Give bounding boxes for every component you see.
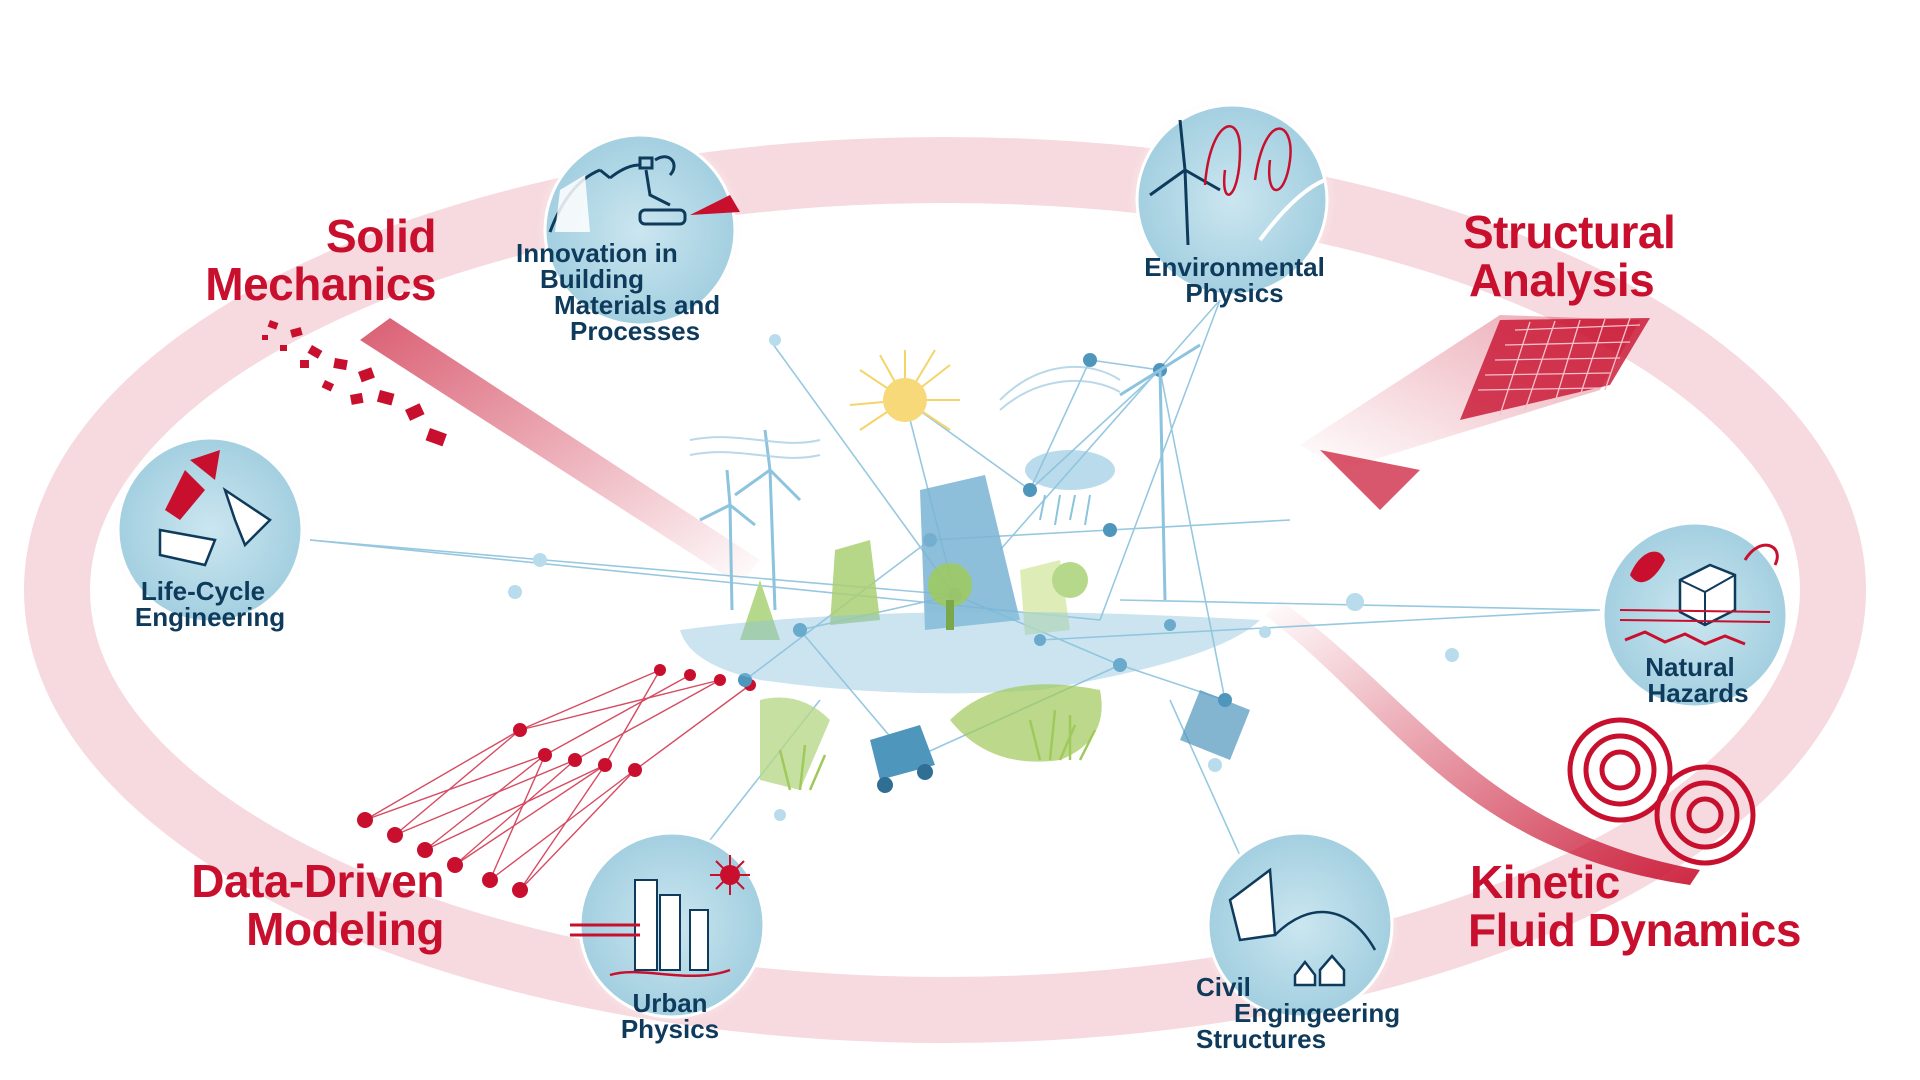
rain-cloud-icon	[1025, 450, 1115, 526]
city-sun-icon	[570, 855, 750, 977]
field-data-driven-modeling: Data-Driven Modeling	[118, 857, 444, 953]
topic-life-cycle-line1: Life-Cycle	[140, 576, 266, 606]
topic-innovation-label: Innovation in Building Materials and Pro…	[516, 240, 720, 344]
wind-turbine-scene-icon	[699, 343, 1201, 611]
field-structural-analysis-line1: Structural	[1463, 206, 1676, 258]
topic-life-cycle-label: Life-Cycle Engineering	[98, 578, 308, 630]
field-kinetic-fluid-dynamics: Kinetic Fluid Dynamics	[1468, 858, 1801, 954]
tree-icon	[928, 562, 1088, 630]
topic-environmental-line2: Physics	[1185, 278, 1284, 308]
topic-environmental-label: Environmental Physics	[1112, 254, 1357, 306]
data-driven-nodes	[357, 664, 756, 898]
topic-innovation-line3: Materials and	[554, 290, 721, 320]
topic-civil-structures-label: Civil Engingeering Structures	[1196, 974, 1400, 1052]
field-structural-analysis-line2: Analysis	[1469, 254, 1655, 306]
central-city-scene	[680, 343, 1260, 793]
structural-analysis-beam	[1300, 315, 1650, 510]
wind-turbine-icon	[1149, 119, 1221, 246]
civil-structures-circle	[1200, 825, 1400, 1025]
topic-natural-hazards-label: Natural Hazards	[1600, 654, 1780, 706]
topic-civil-structures-line1: Civil	[1196, 972, 1251, 1002]
topic-natural-hazards-line1: Natural	[1645, 652, 1735, 682]
field-solid-mechanics-line1: Solid	[326, 210, 436, 262]
field-data-driven-modeling-line1: Data-Driven	[191, 855, 444, 907]
topic-urban-physics-line1: Urban	[632, 988, 708, 1018]
field-structural-analysis: Structural Analysis	[1463, 206, 1676, 306]
car-icon	[870, 725, 935, 793]
outer-ring	[24, 137, 1866, 1043]
topic-urban-physics-line2: Physics	[620, 1014, 720, 1044]
field-kinetic-fluid-dynamics-line1: Kinetic	[1470, 856, 1620, 908]
topic-life-cycle-line2: Engineering	[134, 602, 286, 632]
topic-civil-structures-line3: Structures	[1196, 1024, 1327, 1054]
environmental-circle	[1128, 96, 1336, 304]
data-driven-network	[364, 669, 751, 891]
dam-bridge-icon	[1228, 867, 1377, 987]
natural-hazards-circle	[1595, 515, 1795, 715]
topic-innovation-line1: Innovation in	[516, 238, 678, 268]
field-solid-mechanics-line2: Mechanics	[205, 258, 436, 310]
field-data-driven-modeling-line2: Modeling	[246, 903, 444, 955]
topic-natural-hazards-line2: Hazards	[1647, 678, 1749, 708]
life-cycle-circle	[110, 430, 310, 630]
urban-physics-circle	[570, 825, 772, 1025]
topic-urban-physics-label: Urban Physics	[590, 990, 750, 1042]
sun-icon	[849, 349, 960, 431]
topic-innovation-line4: Processes	[570, 316, 701, 346]
recycle-icon	[158, 450, 272, 567]
field-solid-mechanics: Solid Mechanics	[140, 212, 436, 308]
topic-civil-structures-line2: Engingeering	[1234, 998, 1401, 1028]
field-kinetic-fluid-dynamics-line2: Fluid Dynamics	[1468, 904, 1801, 956]
solid-mechanics-beam	[262, 318, 760, 585]
topic-innovation-line2: Building	[540, 264, 644, 294]
storm-cube-icon	[1619, 543, 1779, 646]
innovation-circle	[536, 126, 744, 334]
topic-environmental-line1: Environmental	[1144, 252, 1325, 282]
kinetic-beam	[1265, 600, 1756, 885]
